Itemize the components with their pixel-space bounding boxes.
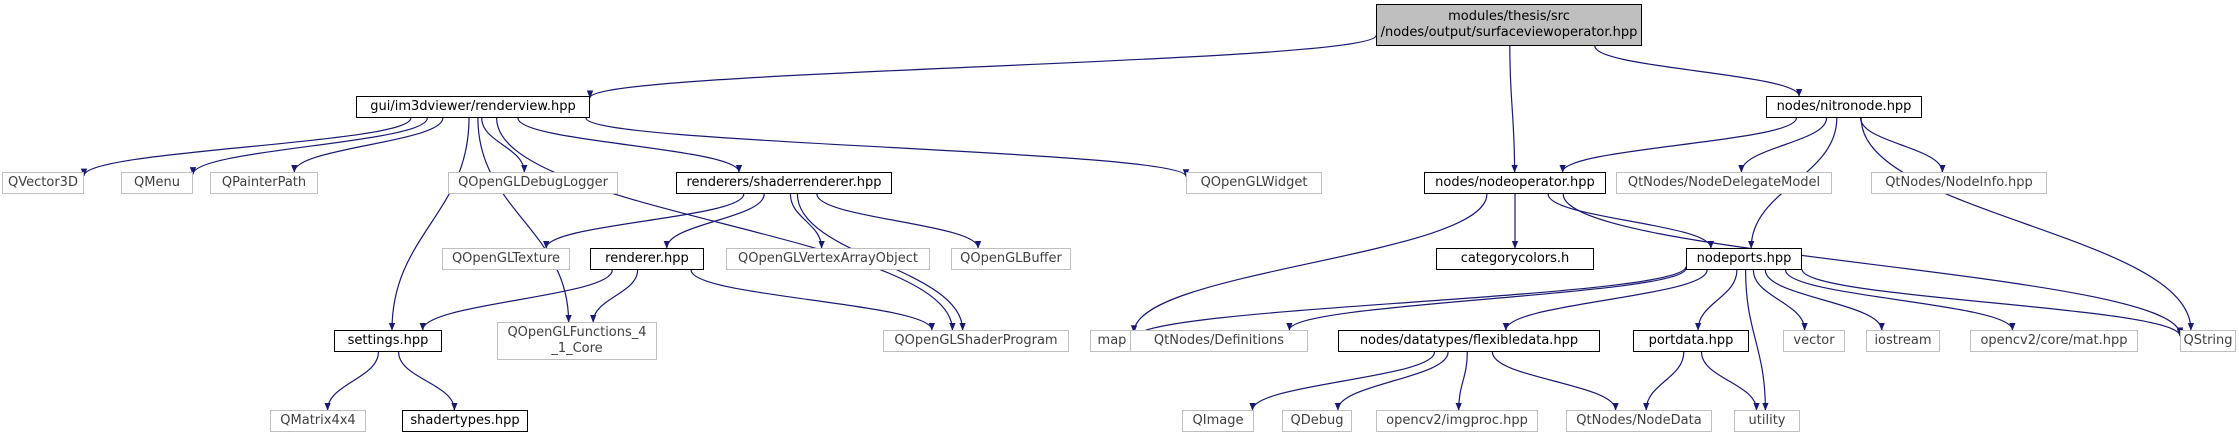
node-vector: vector <box>1783 330 1845 352</box>
edge-renderer-to-settings <box>419 269 613 331</box>
node-root[interactable]: modules/thesis/src /nodes/output/surface… <box>1376 4 1642 46</box>
node-qmenu: QMenu <box>121 172 193 194</box>
edge-nodeports-to-opencvmat <box>1785 269 2016 331</box>
edge-settings-to-qmatrix4x4 <box>324 351 379 411</box>
node-qdebug: QDebug <box>1282 410 1352 432</box>
node-qopenglvao: QOpenGLVertexArrayObject <box>726 248 930 270</box>
edge-renderview-to-qopengldebuglogger <box>481 117 528 173</box>
edge-portdata-to-qtnodedata <box>1643 351 1685 411</box>
node-nodeports[interactable]: nodeports.hpp <box>1686 248 1802 270</box>
node-qimage: QImage <box>1182 410 1254 432</box>
edge-shaderrenderer-to-renderer <box>663 193 765 249</box>
node-qtnodeinfo: QtNodes/NodeInfo.hpp <box>1871 172 2047 194</box>
edges-layer <box>80 34 2195 411</box>
edge-nodeoperator-to-qstring <box>1562 193 2184 336</box>
node-map: map <box>1090 330 1134 352</box>
edge-nodeports-to-qstring <box>1801 269 2184 337</box>
node-flexibledata[interactable]: nodes/datatypes/flexibledata.hpp <box>1338 330 1600 352</box>
edge-nodeports-to-qtdefinitions <box>1286 267 1687 331</box>
edge-nodeoperator-to-nodeports <box>1547 193 1715 249</box>
node-shadertypes[interactable]: shadertypes.hpp <box>402 410 528 432</box>
node-shaderrenderer[interactable]: renderers/shaderrenderer.hpp <box>676 172 892 194</box>
edge-renderview-to-shaderrenderer <box>517 117 743 173</box>
edge-nitronode-to-qstring <box>1860 117 2195 331</box>
node-qopenglwidget: QOpenGLWidget <box>1186 172 1322 194</box>
edge-renderer-to-qopenglfunctions <box>590 269 639 323</box>
edge-root-to-renderview <box>587 34 1377 99</box>
node-qopengldebuglogger: QOpenGLDebugLogger <box>448 172 618 194</box>
edge-flexibledata-to-qdebug <box>1334 351 1449 411</box>
edge-shaderrenderer-to-qopenglbuffer <box>816 193 982 249</box>
node-opencvmat: opencv2/core/mat.hpp <box>1970 330 2138 352</box>
edge-flexibledata-to-opencvimgproc <box>1455 351 1468 411</box>
node-iostream: iostream <box>1866 330 1940 352</box>
node-qopengltexture: QOpenGLTexture <box>442 248 570 270</box>
edge-portdata-to-utility <box>1700 351 1760 411</box>
node-renderview[interactable]: gui/im3dviewer/renderview.hpp <box>356 96 590 118</box>
edge-settings-to-shadertypes <box>398 351 458 411</box>
edge-flexibledata-to-qimage <box>1249 351 1436 411</box>
edge-nodeports-to-vector <box>1752 269 1808 331</box>
node-qopenglbuffer: QOpenGLBuffer <box>951 248 1071 270</box>
node-qtnodedelegate: QtNodes/NodeDelegateModel <box>1616 172 1832 194</box>
edge-renderer-to-qopenglshaderprogram <box>690 269 936 331</box>
edge-shaderrenderer-to-qopenglvao <box>789 193 825 249</box>
node-categorycolors[interactable]: categorycolors.h <box>1436 248 1594 270</box>
node-qvector3d: QVector3D <box>2 172 84 194</box>
edge-nodeoperator-to-map <box>1130 193 1488 334</box>
node-qstring: QString <box>2180 330 2236 352</box>
edge-nodeports-to-utility <box>1745 269 1769 411</box>
node-portdata[interactable]: portdata.hpp <box>1633 330 1749 352</box>
node-nodeoperator[interactable]: nodes/nodeoperator.hpp <box>1424 172 1606 194</box>
node-opencvimgproc: opencv2/imgproc.hpp <box>1376 410 1538 432</box>
node-qtnodedata: QtNodes/NodeData <box>1566 410 1712 432</box>
node-settings[interactable]: settings.hpp <box>334 330 442 352</box>
node-nitronode[interactable]: nodes/nitronode.hpp <box>1766 96 1922 118</box>
edge-root-to-nitronode <box>1594 45 1803 97</box>
edge-flexibledata-to-qtnodedata <box>1491 351 1619 411</box>
edge-nitronode-to-qtnodedelegate <box>1738 117 1828 173</box>
edge-renderview-to-settings <box>388 117 470 331</box>
edge-root-to-nodeoperator <box>1509 45 1518 173</box>
edge-nitronode-to-qtnodeinfo <box>1860 117 1946 173</box>
edge-renderview-to-qopenglwidget <box>585 117 1190 178</box>
node-qpainterpath: QPainterPath <box>210 172 318 194</box>
edge-nodeports-to-iostream <box>1764 269 1885 331</box>
edge-renderview-to-qpainterpath <box>291 117 444 173</box>
node-qopenglfunctions: QOpenGLFunctions_4 _1_Core <box>497 322 657 360</box>
edge-nodeports-to-map <box>1130 266 1687 339</box>
edge-renderview-to-qvector3d <box>80 117 412 177</box>
node-renderer[interactable]: renderer.hpp <box>590 248 704 270</box>
edge-renderview-to-qmenu <box>189 117 428 176</box>
edge-nitronode-to-nodeoperator <box>1559 117 1797 173</box>
edge-renderview-to-qopenglshaderprogram <box>496 117 956 331</box>
node-qtdefinitions: QtNodes/Definitions <box>1130 330 1308 352</box>
edge-renderview-to-qopenglfunctions <box>477 117 572 323</box>
edge-nodeports-to-flexibledata <box>1502 269 1708 331</box>
node-qmatrix4x4: QMatrix4x4 <box>270 410 366 432</box>
edge-nodeports-to-portdata <box>1694 269 1738 331</box>
edge-shaderrenderer-to-qopengltexture <box>543 193 745 249</box>
node-qopenglshaderprogram: QOpenGLShaderProgram <box>883 330 1069 352</box>
node-utility: utility <box>1734 410 1800 432</box>
